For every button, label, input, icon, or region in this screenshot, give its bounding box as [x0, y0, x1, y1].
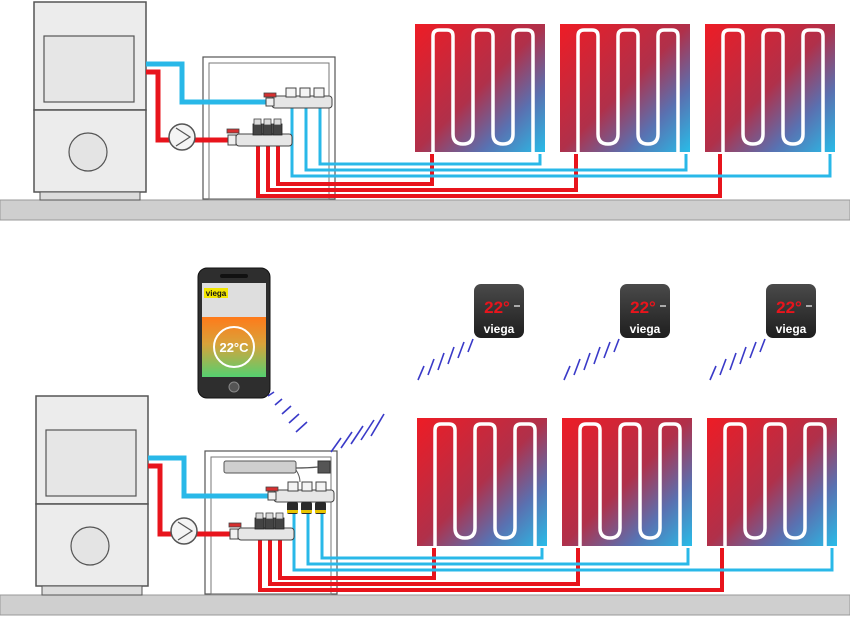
manifold-icon — [265, 481, 335, 514]
boiler-return-pipe — [148, 455, 280, 499]
heating-loop-3 — [705, 24, 835, 152]
heating-loop-2 — [560, 24, 690, 152]
thermostat-brand: viega — [484, 322, 515, 336]
control-module — [223, 460, 297, 474]
boiler-supply-pipe — [146, 69, 238, 143]
boiler-icon — [33, 1, 147, 201]
wireless-signal-icon — [417, 338, 474, 381]
wireless-signal-icon — [267, 391, 385, 453]
boiler-return-pipe — [146, 61, 278, 105]
thermostat-temperature: 22° — [484, 298, 510, 317]
antenna-module — [317, 460, 331, 474]
wireless-signal-icon — [709, 338, 766, 381]
manifold-icon — [263, 87, 333, 109]
thermostat-icon: 22° viega — [766, 284, 816, 338]
phone-home-button — [228, 381, 240, 393]
boiler-supply-pipe — [148, 463, 240, 537]
temperature-dial — [213, 326, 255, 368]
thermostat-brand: viega — [630, 322, 661, 336]
wireless-signal-icon — [563, 338, 620, 381]
bottom-scene: viega 22°C 22° viega 2 — [0, 267, 850, 616]
thermostat-icon: 22° viega — [620, 284, 670, 338]
heating-loop-1 — [417, 418, 547, 546]
thermostat-temperature: 22° — [630, 298, 656, 317]
manifold-icon — [226, 118, 293, 147]
thermostat-icon: 22° viega — [474, 284, 524, 338]
top-scene — [0, 1, 850, 221]
manifold-icon — [228, 512, 295, 541]
heating-loop-2 — [562, 418, 692, 546]
phone-logo-badge — [204, 288, 228, 298]
smartphone-icon: viega 22°C — [197, 267, 271, 399]
floor-slab — [0, 594, 850, 616]
phone-temperature: 22°C — [219, 340, 249, 355]
heating-loop-1 — [415, 24, 545, 152]
thermostat-brand: viega — [776, 322, 807, 336]
floor-slab — [0, 199, 850, 221]
phone-brand: viega — [206, 289, 227, 298]
heating-loop-3 — [707, 418, 837, 546]
boiler-icon — [35, 395, 149, 596]
pump-icon — [168, 123, 196, 151]
pump-icon — [170, 517, 198, 545]
thermostat-temperature: 22° — [776, 298, 802, 317]
